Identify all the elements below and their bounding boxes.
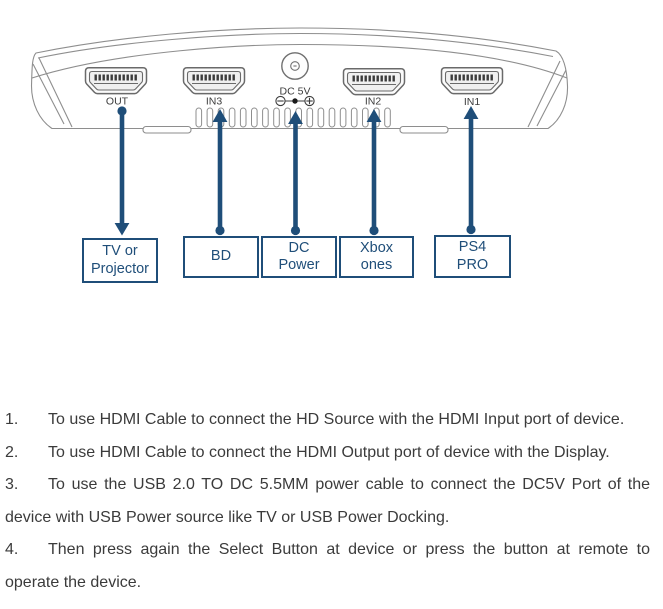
label-line: Projector (90, 260, 150, 277)
instruction-text: To use the USB 2.0 TO DC 5.5MM power cab… (48, 476, 650, 493)
port-label-in1: IN1 (464, 96, 481, 108)
label-line: DC (288, 239, 310, 256)
instruction-number: 3. (5, 476, 19, 493)
arrow-ps4-to-in1 (463, 106, 479, 235)
label-line: Xbox (359, 239, 394, 256)
label-box-bd: BD (183, 236, 259, 278)
label-line: TV or (102, 243, 138, 259)
label-box-dc-power: DC Power (261, 236, 337, 278)
label-line: BD (210, 248, 232, 265)
port-label-dc: DC 5V (280, 86, 311, 98)
hdmi-port-in2-icon (342, 68, 406, 96)
arrow-out-to-tv (114, 106, 130, 236)
instructions-text: 1. To use HDMI Cable to connect the HD So… (5, 404, 650, 599)
label-line: PRO (456, 256, 489, 273)
label-box-xbox-ones: Xbox ones (339, 236, 414, 278)
instruction-item-2: 2. To use HDMI Cable to connect the HDMI … (5, 437, 650, 470)
label-box-ps4-pro: PS4 PRO (434, 235, 511, 278)
dc-polarity-icon (275, 95, 315, 107)
instruction-text: Then press again the Select Button at de… (48, 541, 650, 558)
connection-diagram: OUT IN3 DC 5V IN2 IN1 (30, 27, 569, 283)
hdmi-port-in3-icon (182, 67, 246, 95)
instruction-item-1: 1. To use HDMI Cable to connect the HD So… (5, 404, 650, 437)
instruction-text: To use HDMI Cable to connect the HD Sour… (48, 411, 625, 428)
instruction-text: To use HDMI Cable to connect the HDMI Ou… (48, 443, 610, 461)
instruction-item-3: 3. To use the USB 2.0 TO DC 5.5MM power c… (5, 469, 650, 534)
hdmi-port-in1-icon (440, 67, 504, 95)
dc-jack-icon (281, 52, 309, 80)
instruction-number: 1. (5, 411, 19, 428)
instruction-number: 4. (5, 541, 19, 558)
instruction-number: 2. (5, 443, 19, 461)
instruction-text: device with USB Power source like TV or … (5, 508, 450, 526)
label-box-tv-projector: TV or Projector (82, 238, 158, 283)
label-line: Power (278, 257, 320, 273)
label-line: PS4 (458, 239, 487, 255)
hdmi-port-out-icon (84, 67, 148, 95)
arrow-xbox-to-in2 (366, 109, 382, 236)
port-label-in3: IN3 (206, 96, 223, 108)
port-label-in2: IN2 (365, 96, 382, 108)
arrow-bd-to-in3 (212, 109, 228, 236)
port-label-out: OUT (106, 96, 129, 108)
arrow-dcpower-to-dc5v (288, 111, 303, 236)
instruction-item-4: 4. Then press again the Select Button at … (5, 534, 650, 599)
device-foot-right (399, 125, 449, 134)
connector-arrows (114, 106, 479, 236)
instruction-text: operate the device. (5, 573, 142, 591)
device-illustration: OUT IN3 DC 5V IN2 IN1 (30, 27, 569, 236)
label-line: ones (360, 257, 393, 273)
device-foot-left (142, 125, 192, 134)
